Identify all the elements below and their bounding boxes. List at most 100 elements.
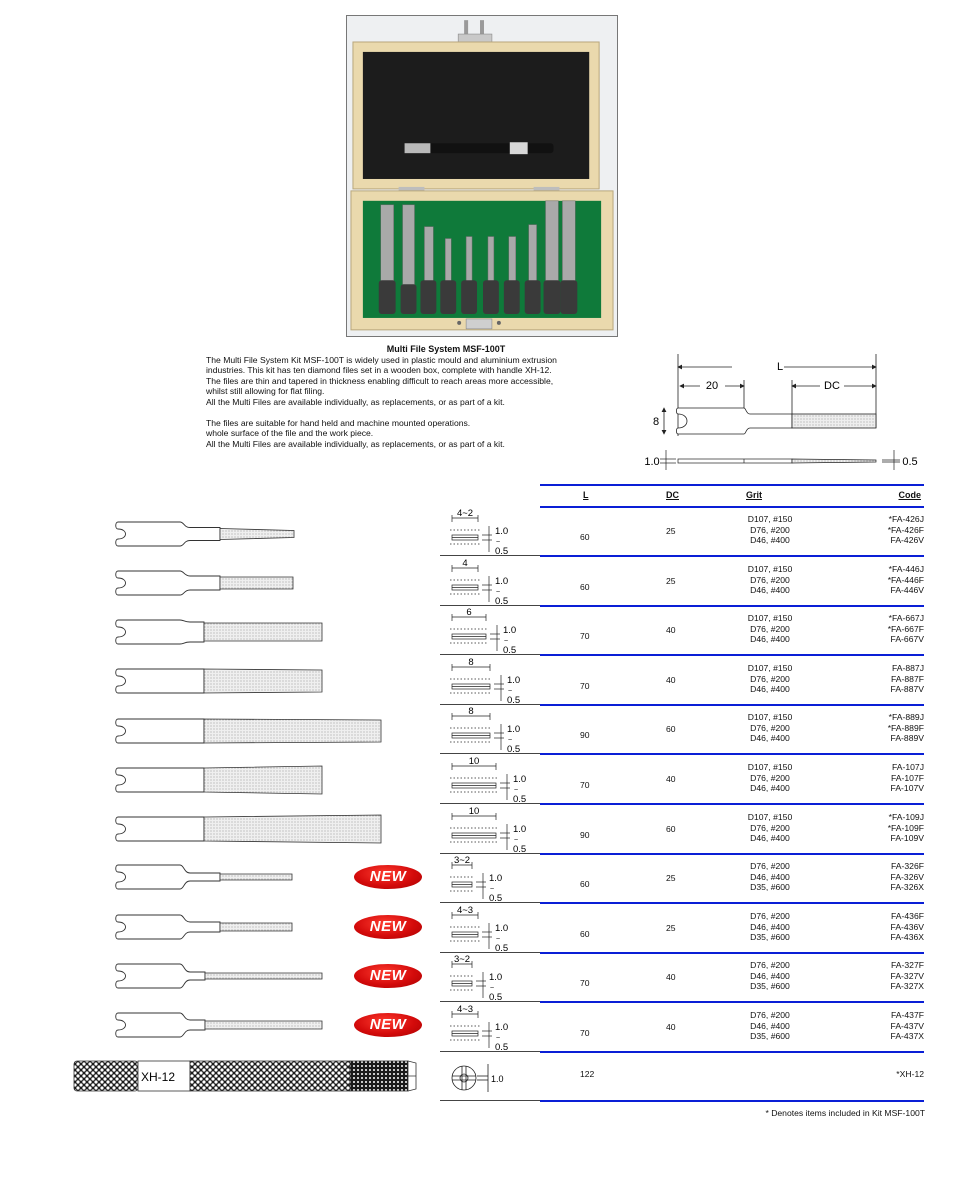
thickness-top: 1.0 xyxy=(495,923,508,934)
file-drawing xyxy=(115,668,323,694)
cell-L: 70 xyxy=(580,780,590,790)
product-code[interactable]: FA-436X xyxy=(890,932,924,942)
product-code[interactable]: *FA-667J xyxy=(888,613,924,623)
diamond-coating xyxy=(203,718,382,744)
grit-value: D76, #200 xyxy=(750,960,790,970)
row-divider xyxy=(540,605,924,607)
product-code[interactable]: FA-437X xyxy=(890,1031,924,1041)
product-code[interactable]: FA-326V xyxy=(890,871,924,882)
thickness-tilde: ~ xyxy=(504,638,508,645)
product-code[interactable]: FA-326X xyxy=(890,882,924,892)
thickness-top: 1.0 xyxy=(513,774,526,785)
grit-value: D76, #200 xyxy=(750,861,790,871)
cell-L: 122 xyxy=(580,1069,595,1079)
cell-L: 60 xyxy=(580,532,590,542)
cross-section-width: 8 xyxy=(468,657,473,668)
grit-value: D35, #600 xyxy=(750,1031,790,1041)
dim-label-thick-end: 0.5 xyxy=(902,456,917,468)
product-code[interactable]: FA-887V xyxy=(890,684,924,694)
product-code[interactable]: FA-109V xyxy=(890,833,924,843)
grit-value: D107, #150 xyxy=(747,812,793,822)
product-code[interactable]: *FA-426F xyxy=(887,524,924,535)
product-code[interactable]: FA-107F xyxy=(891,772,924,783)
thickness-tilde: ~ xyxy=(496,1035,500,1042)
product-code[interactable]: FA-327F xyxy=(891,960,924,970)
cross-section-icon: 6 1.0 ~ 0.5 xyxy=(450,607,516,655)
cross-section-icon: 4 1.0 ~ 0.5 xyxy=(450,558,508,606)
product-code[interactable]: *FA-667F xyxy=(887,623,924,634)
description-line: whole surface of the file and the work p… xyxy=(206,428,374,439)
cross-section-icon: 3~2 1.0 ~ 0.5 xyxy=(450,954,502,1002)
product-code[interactable]: FA-436V xyxy=(890,921,924,932)
cell-DC: 40 xyxy=(666,774,676,784)
grit-value: D76, #200 xyxy=(750,772,790,783)
table-bottom-rule xyxy=(540,1100,924,1102)
file-drawing xyxy=(115,718,382,744)
grit-value: D46, #400 xyxy=(750,921,790,932)
cell-L: 70 xyxy=(580,1028,590,1038)
thickness-bottom: 0.5 xyxy=(489,893,502,903)
cross-section-width: 3~2 xyxy=(454,855,470,866)
file-dimension-diagram: L 20 DC 8 1.0 0.5 xyxy=(644,354,918,470)
table-row-handle: 1.0 122 *XH-12 xyxy=(440,1058,924,1100)
description-line: The files are suitable for hand held and… xyxy=(206,417,471,428)
grit-value: D35, #600 xyxy=(750,882,790,892)
file-drawing xyxy=(115,963,323,989)
product-code[interactable]: *FA-889F xyxy=(887,722,924,733)
product-code[interactable]: FA-446V xyxy=(890,585,924,595)
file-drawing xyxy=(115,521,295,547)
thickness-top: 1.0 xyxy=(507,675,520,686)
dim-label-DC: DC xyxy=(824,380,840,392)
product-code[interactable]: *FA-889J xyxy=(888,712,924,722)
product-code[interactable]: FA-887F xyxy=(891,673,924,684)
cell-DC: 60 xyxy=(666,724,676,734)
grit-value: D76, #200 xyxy=(750,822,790,833)
product-code[interactable]: FA-327V xyxy=(890,970,924,981)
cross-section-icon: 10 1.0 ~ 0.5 xyxy=(450,756,526,804)
row-divider-left xyxy=(440,1051,540,1052)
product-code[interactable]: FA-667V xyxy=(890,634,924,644)
thickness-tilde: ~ xyxy=(496,539,500,546)
thickness-tilde: ~ xyxy=(496,936,500,943)
product-code[interactable]: *FA-426J xyxy=(888,514,924,524)
diamond-coating xyxy=(204,972,323,980)
product-code[interactable]: *FA-109F xyxy=(887,822,924,833)
product-code[interactable]: FA-107J xyxy=(891,762,924,772)
row-divider-left xyxy=(440,853,540,854)
cross-section-width: 4~2 xyxy=(457,508,473,519)
product-code[interactable]: FA-107V xyxy=(890,783,924,793)
cell-L: 60 xyxy=(580,879,590,889)
row-divider-left xyxy=(440,1100,540,1101)
diamond-coating xyxy=(203,622,323,642)
row-divider-left xyxy=(440,902,540,903)
product-code[interactable]: *FA-446F xyxy=(887,574,924,585)
product-code[interactable]: FA-426V xyxy=(890,535,924,545)
dim-label-thick-start: 1.0 xyxy=(644,456,659,468)
product-code[interactable]: FA-889V xyxy=(890,733,924,743)
product-code[interactable]: FA-437F xyxy=(891,1010,924,1020)
handle-thickness: 1.0 xyxy=(491,1074,504,1084)
diamond-coating xyxy=(203,814,382,844)
product-code[interactable]: *FA-446J xyxy=(888,564,924,574)
grit-value: D46, #400 xyxy=(750,535,790,545)
product-code[interactable]: *FA-109J xyxy=(888,812,924,822)
file-drawing xyxy=(115,814,382,844)
product-code[interactable]: FA-326F xyxy=(891,861,924,871)
product-code[interactable]: FA-887J xyxy=(891,663,924,673)
product-code[interactable]: FA-327X xyxy=(890,981,924,991)
product-code[interactable]: FA-437V xyxy=(890,1020,924,1031)
new-badge: NEW xyxy=(354,915,422,939)
product-code[interactable]: FA-436F xyxy=(891,911,924,921)
